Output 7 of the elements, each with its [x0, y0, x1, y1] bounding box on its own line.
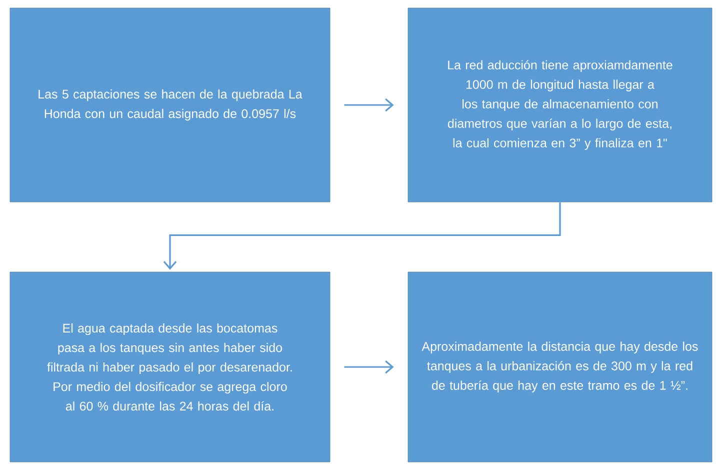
process-box: El agua captada desde las bocatomas pasa a los tanques sin antes haber sido filtrada ni haber pasado el por desarenador. Por medio del dosificador se agrega cloro al 60 % durante las 24 horas del día. — [10, 272, 330, 462]
arrow — [163, 202, 561, 270]
process-box: Aproximadamente la distancia que hay desde los tanques a la urbanización es de 300 m y la red de tubería que hay en este tramo es de 1 ½”. — [408, 272, 712, 462]
arrow — [344, 98, 394, 112]
process-box: Las 5 captaciones se hacen de la quebrada La Honda con un caudal asignado de 0.0957 l/s — [10, 8, 330, 202]
process-box: La red aducción tiene aproxiamdamente 1000 m de longitud hasta llegar a los tanque de almacenamiento con diametros que varían a lo largo de esta, la cual comienza en 3” y finaliza en 1" — [408, 8, 712, 202]
arrow — [344, 360, 394, 374]
